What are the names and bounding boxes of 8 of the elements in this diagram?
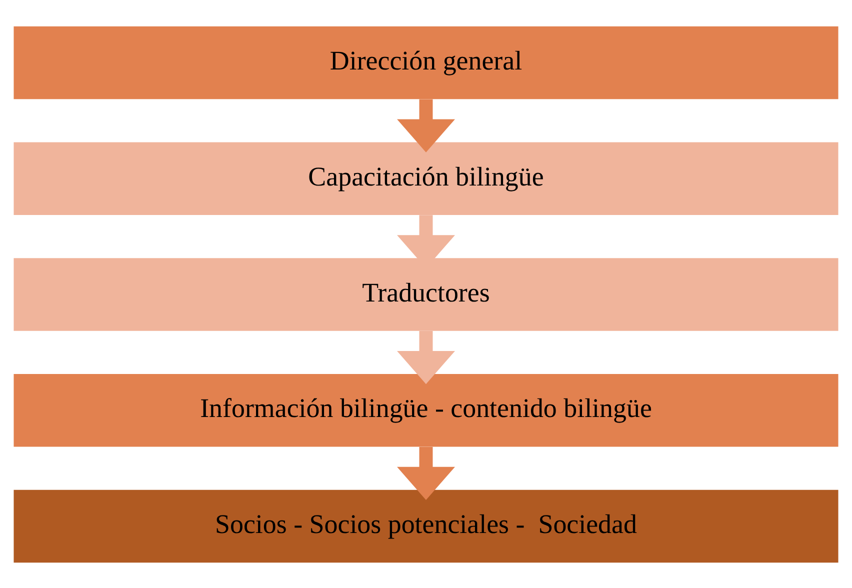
- arrow: [397, 330, 455, 384]
- node-box: Traductores: [14, 258, 838, 330]
- node-box: Dirección general: [14, 26, 838, 99]
- arrow: [397, 98, 455, 152]
- arrow: [397, 446, 455, 500]
- node-box: Información bilingüe - contenido bilingüe: [14, 374, 838, 446]
- node-box: Socios - Socios potenciales - Sociedad: [14, 489, 838, 562]
- node-box: Capacitación bilingüe: [14, 142, 838, 214]
